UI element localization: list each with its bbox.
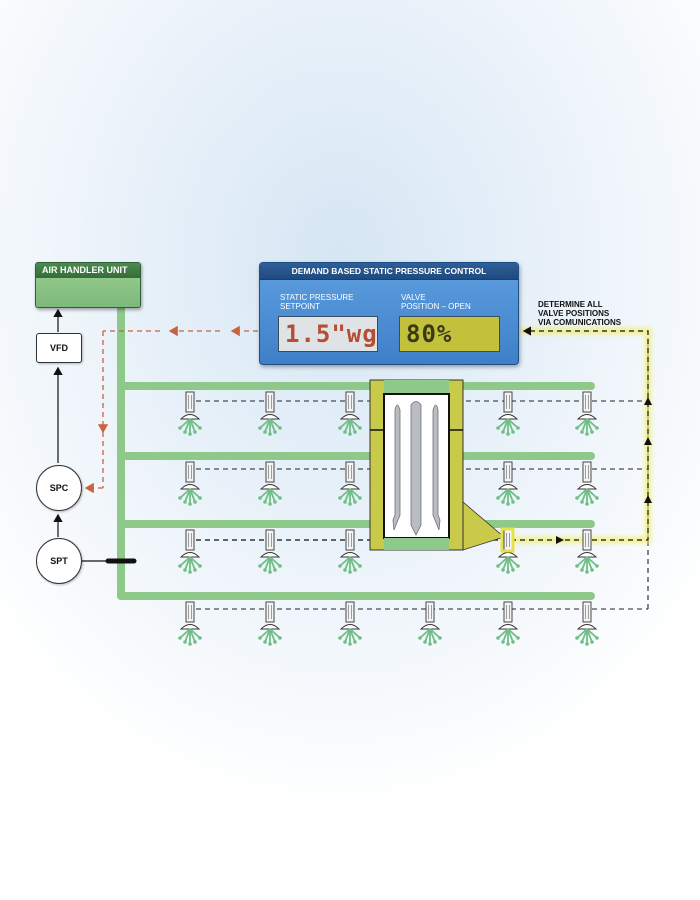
diffuser-unit xyxy=(496,601,520,646)
air-handler-title: AIR HANDLER UNIT xyxy=(36,263,140,278)
diffuser-unit xyxy=(258,601,282,646)
valve-zoom-callout xyxy=(369,379,515,553)
diffuser-unit xyxy=(575,601,599,646)
diffuser-unit xyxy=(258,461,282,506)
setpoint-label: STATIC PRESSURE SETPOINT xyxy=(280,293,354,311)
diffuser-unit xyxy=(178,601,202,646)
setpoint-label-line2: SETPOINT xyxy=(280,302,321,311)
diffuser-unit xyxy=(178,391,202,436)
panel-title: DEMAND BASED STATIC PRESSURE CONTROL xyxy=(260,263,518,280)
setpoint-display: 1.5"wg xyxy=(278,316,378,352)
diffuser-unit xyxy=(258,529,282,574)
communication-note: DETERMINE ALL VALVE POSITIONS VIA COMUNI… xyxy=(538,300,621,327)
diffuser-unit xyxy=(575,461,599,506)
diffuser-unit xyxy=(258,391,282,436)
setpoint-label-line1: STATIC PRESSURE xyxy=(280,293,354,302)
diffuser-unit xyxy=(496,391,520,436)
vfd-box[interactable]: VFD xyxy=(36,333,82,363)
valve-position-display: 80% xyxy=(399,316,500,352)
diffuser-unit xyxy=(338,461,362,506)
diffuser-unit xyxy=(338,529,362,574)
spt-circle[interactable]: SPT xyxy=(36,538,82,584)
note-line-2: VALVE POSITIONS xyxy=(538,309,610,318)
diffuser-grid xyxy=(178,391,599,646)
setpoint-feedback-line xyxy=(84,325,258,494)
diffuser-unit xyxy=(178,461,202,506)
note-line-1: DETERMINE ALL xyxy=(538,300,603,309)
valve-label-line2: POSITION – OPEN xyxy=(401,302,471,311)
air-handler-unit[interactable]: AIR HANDLER UNIT xyxy=(35,262,141,308)
diffuser-unit xyxy=(575,391,599,436)
diffuser-unit xyxy=(418,601,442,646)
diffuser-unit xyxy=(575,529,599,574)
diffuser-unit xyxy=(338,391,362,436)
static-pressure-control-panel: DEMAND BASED STATIC PRESSURE CONTROL STA… xyxy=(259,262,519,365)
diffuser-unit xyxy=(338,601,362,646)
valve-label-line1: VALVE xyxy=(401,293,426,302)
valve-position-label: VALVE POSITION – OPEN xyxy=(401,293,471,311)
diffuser-unit xyxy=(496,461,520,506)
note-line-3: VIA COMUNICATIONS xyxy=(538,318,622,327)
diffuser-unit xyxy=(496,529,520,574)
spc-circle[interactable]: SPC xyxy=(36,465,82,511)
duct-network xyxy=(117,302,595,600)
diffuser-unit xyxy=(178,529,202,574)
